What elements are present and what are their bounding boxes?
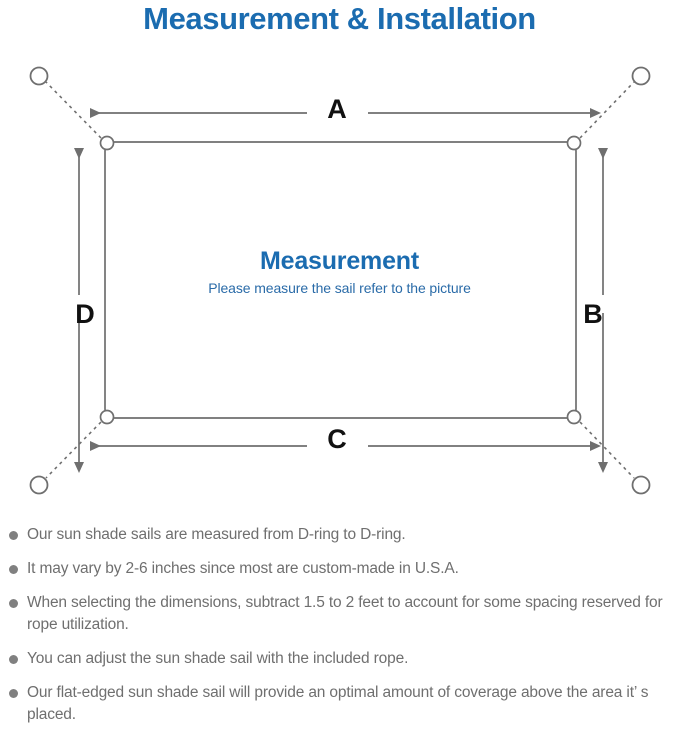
bullet-icon <box>9 655 18 664</box>
bullet-icon <box>9 689 18 698</box>
note-item: It may vary by 2-6 inches since most are… <box>0 558 679 580</box>
rope-line-top-left <box>45 81 102 139</box>
note-item: When selecting the dimensions, subtract … <box>0 592 679 636</box>
d-ring-bottom-left <box>99 409 115 425</box>
anchor-ring-top-right <box>631 66 651 86</box>
bullet-icon <box>9 599 18 608</box>
measurement-diagram: A B C D Measurement Please measure the s… <box>0 50 679 520</box>
note-text: It may vary by 2-6 inches since most are… <box>27 560 459 577</box>
d-ring-top-left <box>99 135 115 151</box>
diagram-svg <box>29 66 651 495</box>
d-ring-bottom-right <box>566 409 582 425</box>
note-text: When selecting the dimensions, subtract … <box>27 594 663 633</box>
note-item: Our sun shade sails are measured from D-… <box>0 524 679 546</box>
rope-line-bottom-left <box>45 421 102 479</box>
anchor-ring-bottom-right <box>631 475 651 495</box>
note-item: You can adjust the sun shade sail with t… <box>0 648 679 670</box>
sail-body <box>104 141 577 419</box>
anchor-rings <box>29 66 651 495</box>
rope-line-top-right <box>579 81 635 139</box>
anchor-ring-bottom-left <box>29 475 49 495</box>
anchor-ring-top-left <box>29 66 49 86</box>
d-ring-top-right <box>566 135 582 151</box>
notes-list: Our sun shade sails are measured from D-… <box>0 524 679 726</box>
note-item: Our flat-edged sun shade sail will provi… <box>0 682 679 726</box>
note-text: You can adjust the sun shade sail with t… <box>27 650 409 667</box>
bullet-icon <box>9 531 18 540</box>
note-text: Our sun shade sails are measured from D-… <box>27 526 406 543</box>
page-title: Measurement & Installation <box>143 1 536 36</box>
d-rings <box>99 135 582 425</box>
note-text: Our flat-edged sun shade sail will provi… <box>27 684 649 723</box>
bullet-icon <box>9 565 18 574</box>
rope-lines <box>45 81 635 479</box>
rope-line-bottom-right <box>579 421 635 479</box>
